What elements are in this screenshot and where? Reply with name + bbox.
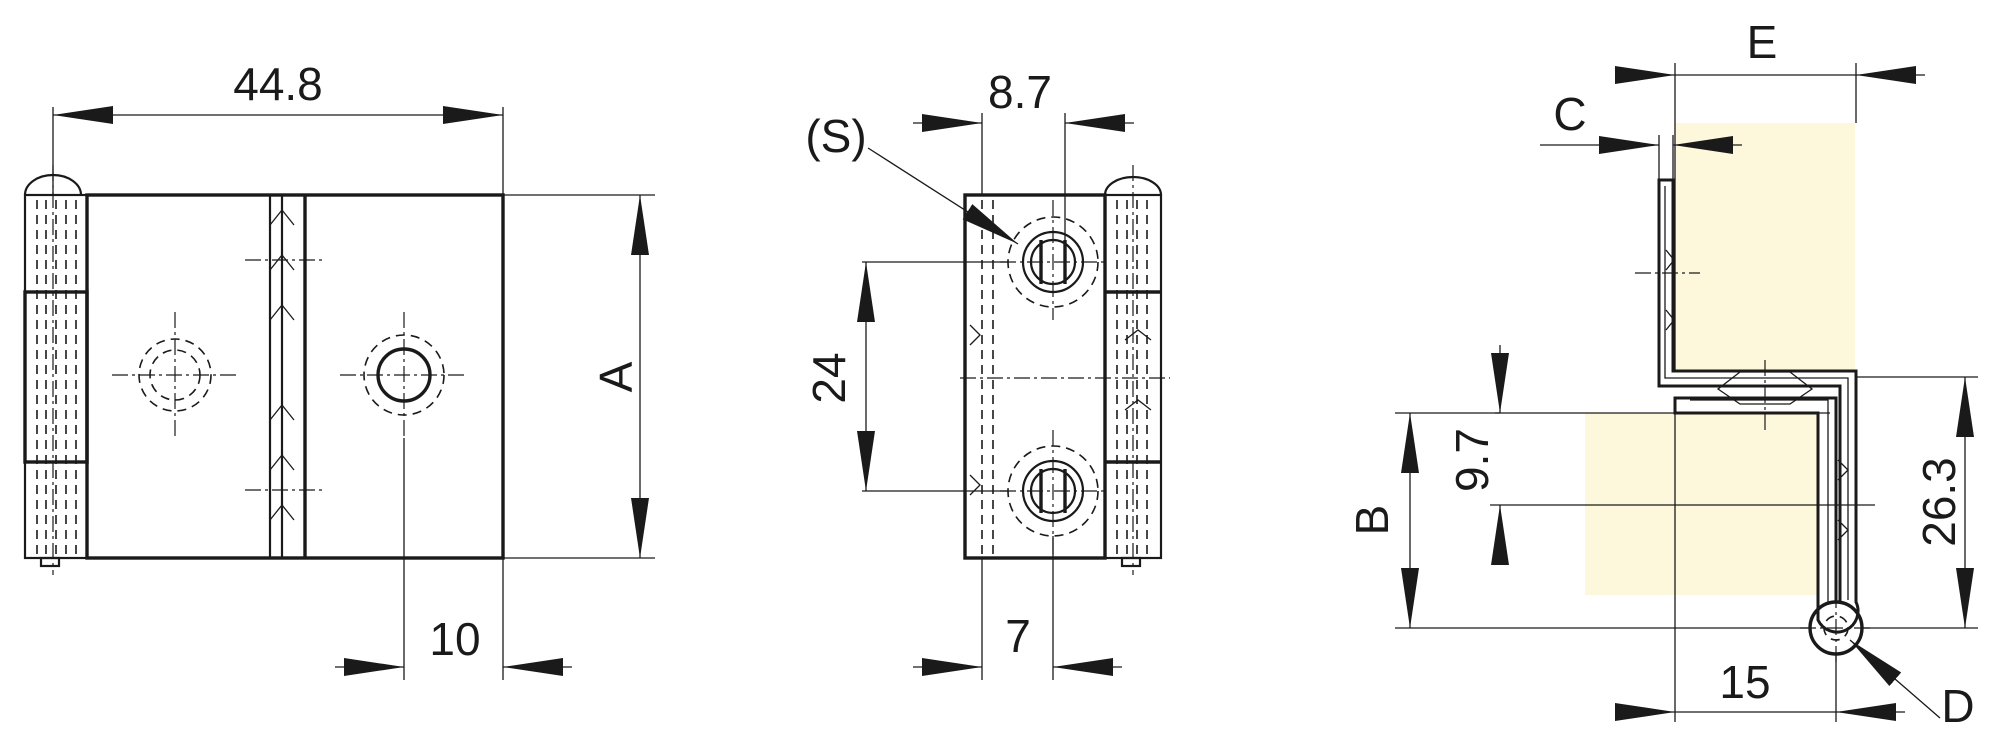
front-hole-left	[112, 312, 238, 438]
mounting-surface-top	[1675, 123, 1855, 383]
front-dimensions	[52, 106, 655, 680]
side-hole-top	[1000, 200, 1106, 320]
hinge-profile	[1657, 178, 1860, 634]
front-view: 44.8 10 A	[23, 58, 655, 680]
dim-front-width: 44.8	[233, 58, 323, 110]
dim-end-pin-dia: D	[1941, 680, 1974, 732]
side-knuckle	[1103, 165, 1163, 575]
end-dimensions	[1395, 63, 1978, 722]
front-fold	[245, 195, 325, 558]
side-view: 8.7 (S) 24 7	[803, 66, 1170, 680]
dim-end-thickness: C	[1553, 88, 1586, 140]
dim-side-width: 8.7	[988, 66, 1052, 118]
dim-side-hole-spacing: 24	[803, 352, 855, 403]
front-leaf	[85, 193, 505, 560]
mounting-surface-bottom	[1585, 413, 1833, 595]
end-view: E C B 9.7 26.3 15 D	[1346, 16, 1978, 732]
dim-end-height: 26.3	[1913, 457, 1965, 547]
dim-front-hole-offset: 10	[429, 613, 480, 665]
dim-end-offset: 9.7	[1446, 428, 1498, 492]
front-knuckle	[23, 165, 89, 575]
dim-side-hole-offset: 7	[1005, 610, 1031, 662]
dim-end-leaf-height: B	[1346, 505, 1398, 536]
dim-end-pin-offset: 15	[1719, 656, 1770, 708]
end-pin	[1800, 592, 1872, 664]
dim-front-height: A	[590, 361, 642, 392]
label-thread-s: (S)	[805, 110, 866, 162]
dim-end-width: E	[1747, 16, 1778, 68]
front-hole-right	[340, 312, 466, 438]
side-dimensions	[857, 113, 1134, 680]
